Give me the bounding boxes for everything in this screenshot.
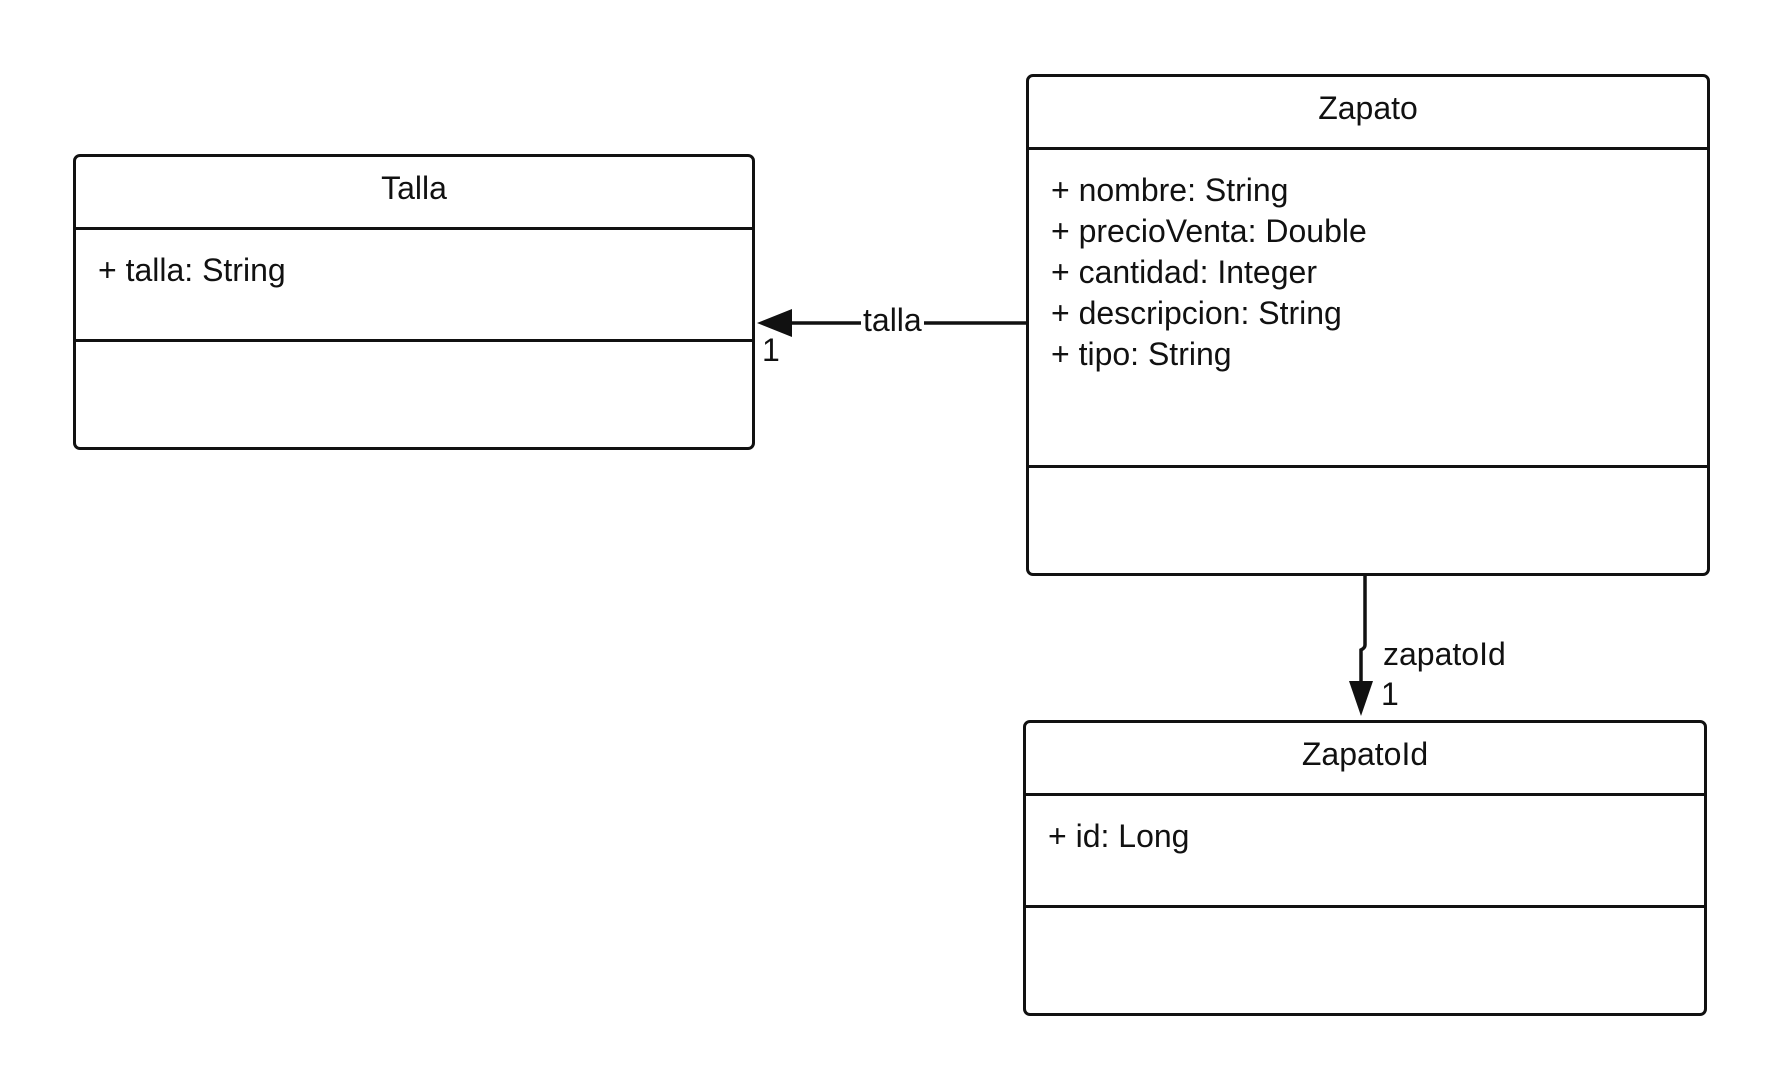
association-zapatoid-multiplicity: 1 xyxy=(1381,676,1399,712)
class-zapato-attributes: + nombre: String + precioVenta: Double +… xyxy=(1029,150,1707,468)
association-zapatoid-line[interactable] xyxy=(1349,576,1373,716)
class-zapato[interactable]: Zapato + nombre: String + precioVenta: D… xyxy=(1026,74,1710,576)
class-talla-name: Talla xyxy=(76,157,752,230)
class-talla-attributes: + talla: String xyxy=(76,230,752,342)
class-talla[interactable]: Talla + talla: String xyxy=(73,154,755,450)
association-talla-label: talla xyxy=(861,302,924,338)
class-zapatoid-name: ZapatoId xyxy=(1026,723,1704,796)
attribute-descripcion: + descripcion: String xyxy=(1051,295,1342,331)
attribute-precioventa: + precioVenta: Double xyxy=(1051,213,1367,249)
attribute-cantidad: + cantidad: Integer xyxy=(1051,254,1317,290)
attribute-id: + id: Long xyxy=(1048,818,1190,854)
association-zapatoid-label: zapatoId xyxy=(1381,636,1508,672)
class-zapatoid[interactable]: ZapatoId + id: Long xyxy=(1023,720,1707,1016)
attribute-tipo: + tipo: String xyxy=(1051,336,1232,372)
attribute-nombre: + nombre: String xyxy=(1051,172,1289,208)
attribute-talla: + talla: String xyxy=(98,252,286,288)
association-talla-multiplicity: 1 xyxy=(762,332,780,368)
class-zapatoid-attributes: + id: Long xyxy=(1026,796,1704,908)
class-zapato-name: Zapato xyxy=(1029,77,1707,150)
